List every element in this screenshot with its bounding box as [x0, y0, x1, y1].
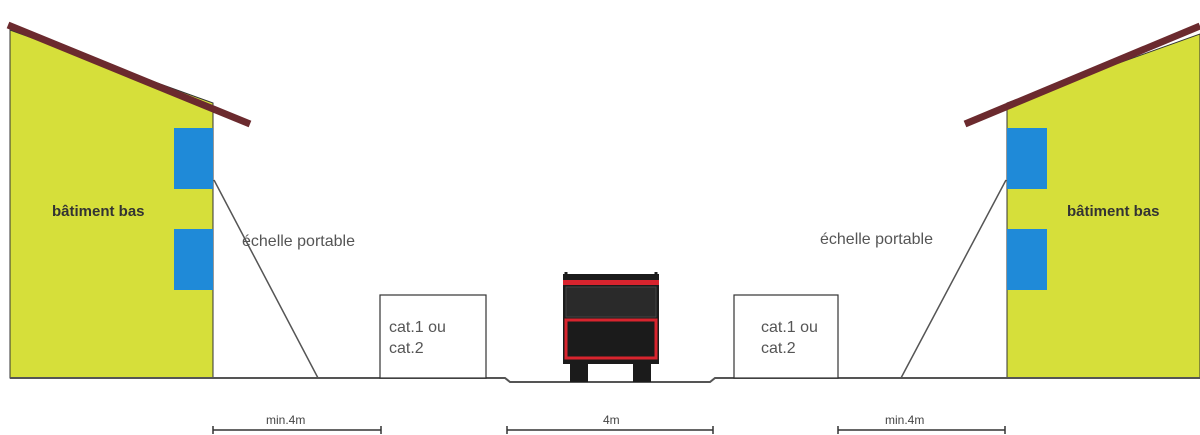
truck-grille: [564, 318, 658, 360]
dimension-left: [212, 426, 382, 434]
left-vehicle-box: [379, 294, 487, 379]
right-building-label: bâtiment bas: [1067, 203, 1160, 220]
right-vehicle-box: [733, 294, 839, 379]
center-dimension-label: 4m: [603, 413, 620, 427]
left-window-lower: [174, 229, 213, 290]
left-ladder: [213, 179, 319, 379]
right-building: [963, 22, 1200, 379]
right-roof: [963, 22, 1200, 128]
truck-top-stripe: [563, 280, 659, 285]
left-ladder-label: échelle portable: [242, 233, 355, 250]
left-vehicle-label-line1: cat.1 ou: [389, 319, 446, 336]
left-building-label: bâtiment bas: [52, 203, 145, 220]
left-dimension-label: min.4m: [266, 413, 306, 427]
right-vehicle-label-line1: cat.1 ou: [761, 319, 818, 336]
right-window-lower: [1007, 229, 1047, 290]
ground-line: [10, 377, 1200, 383]
dimension-center: [506, 426, 714, 434]
left-window-upper: [174, 128, 213, 189]
right-ladder-label: échelle portable: [820, 231, 933, 248]
left-roof: [6, 21, 252, 128]
left-vehicle-label-line2: cat.2: [389, 340, 424, 357]
right-dimension-label: min.4m: [885, 413, 925, 427]
left-building: [6, 21, 252, 379]
truck-windshield: [565, 286, 657, 318]
right-window-upper: [1007, 128, 1047, 189]
dimension-right: [837, 426, 1006, 434]
right-ladder: [900, 179, 1007, 379]
left-vehicle-label: cat.1 ou cat.2: [389, 317, 469, 359]
fire-truck: [563, 272, 659, 382]
right-vehicle-label-line2: cat.2: [761, 340, 796, 357]
right-vehicle-label: cat.1 ou cat.2: [761, 317, 841, 359]
